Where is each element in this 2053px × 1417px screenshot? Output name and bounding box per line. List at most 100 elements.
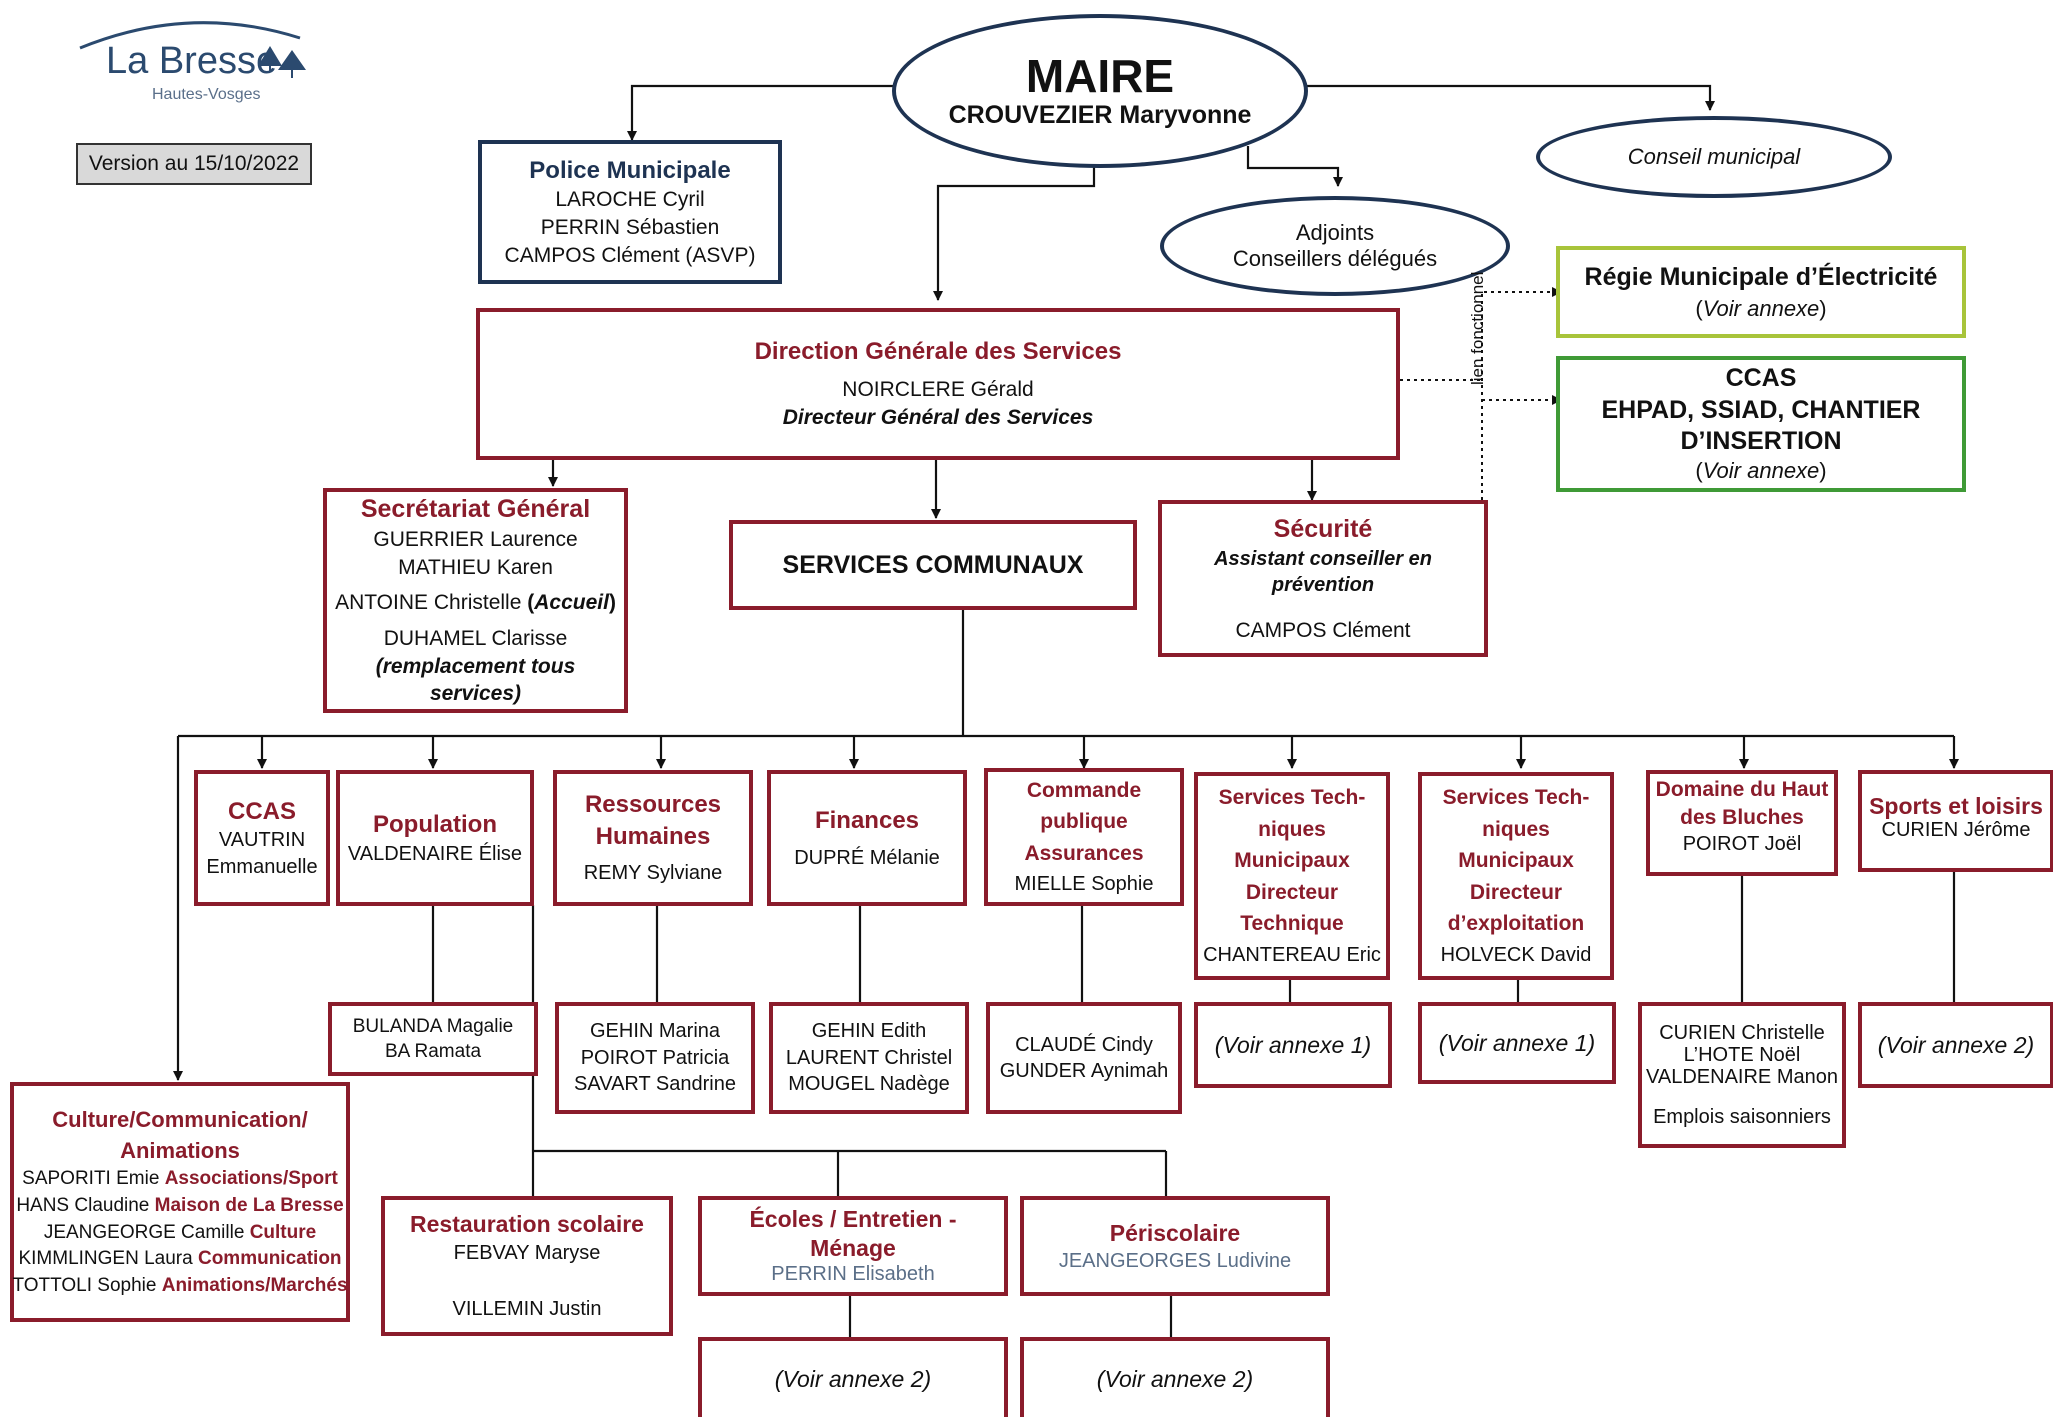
secretariat-member: GUERRIER Laurence <box>373 527 578 551</box>
culture-row: HANS Claudine Maison de La Bresse <box>16 1193 343 1220</box>
population-name: VALDENAIRE Élise <box>347 842 523 865</box>
stm1-title: Municipaux <box>1234 849 1350 873</box>
domaine-name: POIROT Joël <box>1682 833 1802 856</box>
regie-note: (Voir annexe) <box>1695 294 1826 323</box>
population-node: Population VALDENAIRE Élise <box>336 770 534 906</box>
ccas-ext-line1: CCAS <box>1725 364 1797 393</box>
stm2-title: Municipaux <box>1458 849 1574 873</box>
dgs-node: Direction Générale des Services NOIRCLER… <box>476 308 1400 460</box>
team-member: BULANDA Magalie <box>352 1015 514 1037</box>
culture-member: TOTTOLI Sophie <box>12 1274 162 1296</box>
periscolaire-node: Périscolaire JEANGEORGES Ludivine <box>1020 1196 1330 1296</box>
logo: La Bresse Hautes-Vosges <box>70 8 320 118</box>
regie-note-text: Voir annexe <box>1702 295 1820 321</box>
dgs-title: Direction Générale des Services <box>754 338 1122 366</box>
stm1-title: niques <box>1258 817 1326 841</box>
annexe-label: (Voir annexe 2) <box>1096 1365 1254 1392</box>
restauration-node: Restauration scolaire FEBVAY Maryse VILL… <box>381 1196 673 1336</box>
finances-title: Finances <box>814 806 920 834</box>
culture-row: TOTTOLI Sophie Animations/Marchés <box>12 1273 347 1300</box>
commande-team: CLAUDÉ Cindy GUNDER Aynimah <box>986 1002 1182 1114</box>
finances-team: GEHIN Edith LAURENT Christel MOUGEL Nadè… <box>769 1002 969 1114</box>
edge-maire-police <box>627 84 894 141</box>
stm1-title: Services Tech- <box>1218 786 1366 810</box>
population-team: BULANDA Magalie BA Ramata <box>328 1002 538 1076</box>
ccas-node: CCAS VAUTRIN Emmanuelle <box>194 770 330 906</box>
secretariat-member: ANTOINE Christelle <box>335 591 528 615</box>
secretariat-member: MATHIEU Karen <box>398 555 553 579</box>
police-member: CAMPOS Clément (ASVP) <box>504 243 756 267</box>
culture-node: Culture/Communication/ Animations SAPORI… <box>10 1082 350 1322</box>
secretariat-replacement: (remplacement tous services) <box>375 654 576 706</box>
ecoles-node: Écoles / Entretien - Ménage PERRIN Elisa… <box>698 1196 1008 1296</box>
team-member: LAURENT Christel <box>785 1046 953 1069</box>
stm2-annexe: (Voir annexe 1) <box>1418 1002 1616 1084</box>
secretariat-accueil-role: Accueil <box>534 591 609 615</box>
culture-row: KIMMLINGEN Laura Communication <box>18 1246 341 1273</box>
commande-title: Commande <box>1026 778 1142 802</box>
commande-title: Assurances <box>1024 841 1144 865</box>
regie-note-close: ) <box>1819 295 1827 321</box>
securite-title: Sécurité <box>1273 514 1373 543</box>
annexe-label: (Voir annexe 1) <box>1438 1029 1596 1056</box>
dgs-name: NOIRCLERE Gérald <box>842 378 1034 402</box>
ccas-ext-note: (Voir annexe) <box>1695 457 1826 485</box>
stm1-name: CHANTEREAU Eric <box>1203 943 1381 966</box>
ccas-ext-note-text: Voir annexe <box>1702 458 1820 484</box>
ecoles-name: PERRIN Elisabeth <box>771 1263 935 1286</box>
stm2-title: Directeur <box>1469 880 1563 904</box>
ccas-ext-node: CCAS EHPAD, SSIAD, CHANTIER D’INSERTION … <box>1556 356 1966 492</box>
team-member: MOUGEL Nadège <box>788 1073 950 1096</box>
edge-maire-dgs <box>933 162 1096 301</box>
secretariat-node: Secrétariat Général GUERRIER Laurence MA… <box>323 488 628 713</box>
police-node: Police Municipale LAROCHE Cyril PERRIN S… <box>478 140 782 284</box>
maire-title: MAIRE <box>1025 50 1175 103</box>
stm2-name: HOLVECK David <box>1440 943 1592 966</box>
restauration-title: Restauration scolaire <box>410 1211 644 1238</box>
rh-name: REMY Sylviane <box>583 862 723 885</box>
periscolaire-name: JEANGEORGES Ludivine <box>1058 1249 1292 1272</box>
periscolaire-annexe: (Voir annexe 2) <box>1020 1337 1330 1417</box>
stm1-title: Technique <box>1240 912 1344 936</box>
regie-note-open: ( <box>1695 295 1703 321</box>
culture-role: Maison de La Bresse <box>154 1194 344 1216</box>
adjoints-line2: Conseillers délégués <box>1232 246 1438 271</box>
dgs-role: Directeur Général des Services <box>782 405 1094 429</box>
stm1-title: Directeur <box>1245 880 1339 904</box>
culture-member: KIMMLINGEN Laura <box>18 1248 198 1270</box>
secretariat-title: Secrétariat Général <box>360 494 591 523</box>
adjoints-node: Adjoints Conseillers délégués <box>1160 196 1510 296</box>
ccas-name: Emmanuelle <box>206 855 318 878</box>
team-member: GUNDER Aynimah <box>999 1060 1169 1082</box>
annexe-label: (Voir annexe 1) <box>1214 1031 1372 1058</box>
stm2-title: d’exploitation <box>1447 912 1585 936</box>
sports-name: CURIEN Jérôme <box>1881 819 2031 842</box>
logo-mark <box>79 21 306 78</box>
domaine-team: CURIEN Christelle L’HOTE Noël VALDENAIRE… <box>1638 1002 1846 1148</box>
culture-role: Animations/Marchés <box>161 1274 348 1296</box>
domaine-title: Domaine du Haut <box>1655 778 1829 801</box>
securite-role: Assistant conseiller en prévention <box>1214 547 1432 597</box>
finances-name: DUPRÉ Mélanie <box>794 846 940 869</box>
securite-name: CAMPOS Clément <box>1235 618 1411 642</box>
logo-name: La Bresse <box>106 40 278 82</box>
rh-node: Ressources Humaines REMY Sylviane <box>553 770 753 906</box>
culture-member: JEANGEORGE Camille <box>43 1221 250 1243</box>
adjoints-line1: Adjoints <box>1295 220 1375 245</box>
stm2-title: Services Tech- <box>1442 786 1590 810</box>
team-extra: Emplois saisonniers <box>1653 1106 1831 1128</box>
police-member: LAROCHE Cyril <box>555 188 705 212</box>
team-member: VALDENAIRE Manon <box>1646 1066 1838 1088</box>
rh-title: Humaines <box>595 822 711 850</box>
culture-title: Culture/Communication/ <box>52 1106 308 1132</box>
team-member: L’HOTE Noël <box>1683 1044 1801 1066</box>
rh-team: GEHIN Marina POIROT Patricia SAVART Sand… <box>555 1002 755 1114</box>
culture-member: HANS Claudine <box>16 1194 155 1216</box>
team-member: GEHIN Edith <box>811 1020 927 1043</box>
version-label: Version au 15/10/2022 <box>76 143 312 185</box>
team-member: POIROT Patricia <box>580 1046 730 1069</box>
stm1-annexe: (Voir annexe 1) <box>1194 1002 1392 1088</box>
annexe-label: (Voir annexe 2) <box>1877 1031 2035 1058</box>
stm2-node: Services Tech- niques Municipaux Directe… <box>1418 772 1614 980</box>
